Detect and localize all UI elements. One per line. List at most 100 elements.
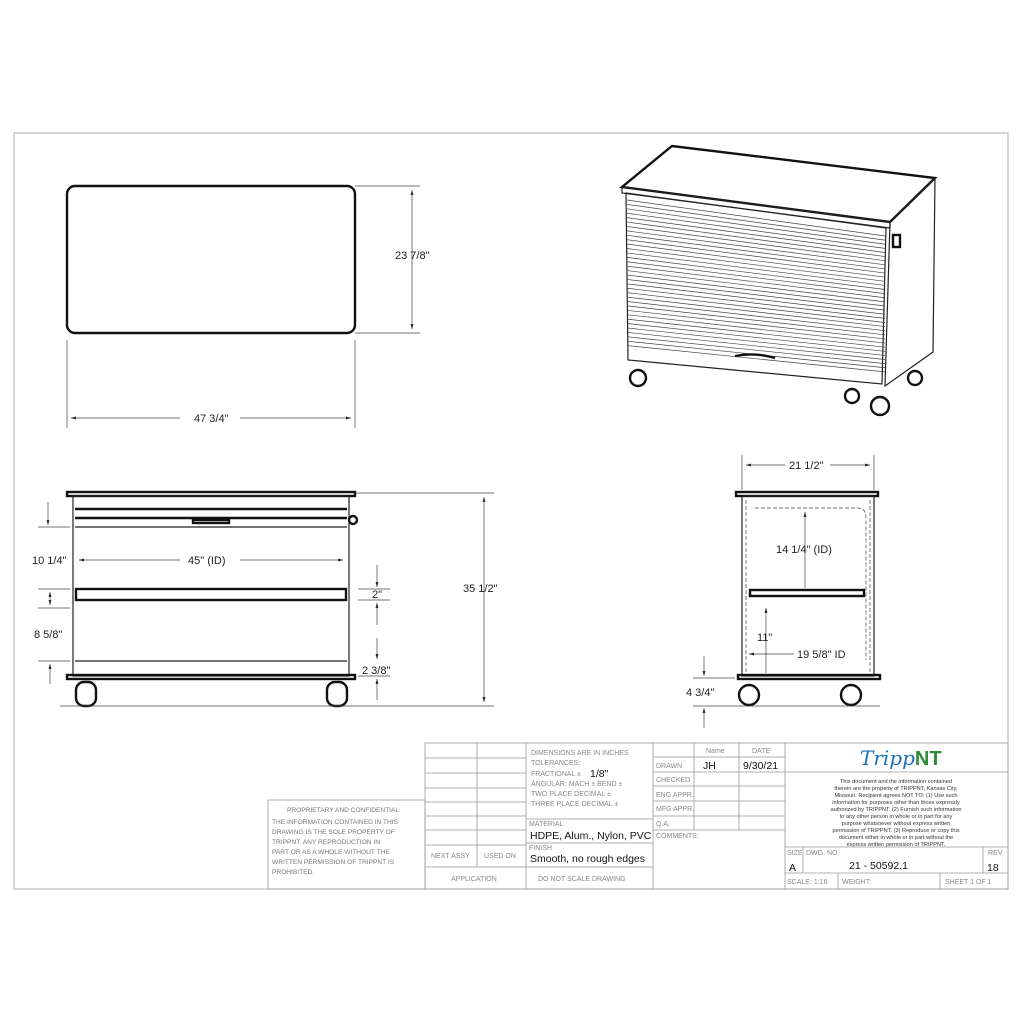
tambour-slat	[626, 309, 886, 340]
tambour-slat	[626, 345, 886, 373]
svg-text:1/8": 1/8"	[590, 768, 609, 780]
svg-text:USED ON: USED ON	[484, 853, 516, 860]
svg-text:MFG APPR.: MFG APPR.	[656, 806, 694, 813]
tambour-slat	[626, 217, 886, 253]
tambour-slat	[626, 243, 886, 278]
svg-text:document either in whole or in: document either in whole or in part with…	[839, 835, 953, 841]
svg-text:authorized by TRIPPNT. (2) Fur: authorized by TRIPPNT. (2) Furnish such …	[830, 807, 961, 813]
svg-text:information for purposes other: information for purposes other than thos…	[832, 800, 960, 806]
svg-text:REV.: REV.	[988, 850, 1004, 857]
tambour-slat	[626, 261, 886, 294]
svg-text:DRAWING IS THE SOLE PROPERTY O: DRAWING IS THE SOLE PROPERTY OF	[272, 829, 395, 836]
dim-side-caster: 4 3/4"	[686, 687, 714, 699]
tambour-slat	[626, 212, 886, 249]
tambour-slat	[626, 301, 886, 332]
tambour-slat	[626, 265, 886, 299]
svg-text:JH: JH	[703, 760, 716, 772]
dim-front-height: 35 1/2"	[463, 583, 498, 595]
tambour-slat	[626, 274, 886, 307]
tambour-slat	[626, 234, 886, 270]
dim-front-inner-width: 45" (ID)	[188, 555, 226, 567]
tambour-slat	[626, 332, 886, 360]
svg-text:SHEET 1 OF 1: SHEET 1 OF 1	[945, 879, 992, 886]
proprietary-notice: PROPRIETARY AND CONFIDENTIAL THE INFORMA…	[267, 799, 426, 890]
material-value: HDPE, Alum., Nylon, PVC	[530, 830, 652, 842]
tambour-slat	[626, 327, 886, 356]
svg-text:TRIPPNT. ANY REPRODUCTION IN: TRIPPNT. ANY REPRODUCTION IN	[272, 839, 380, 846]
svg-text:PROPRIETARY AND CONFIDENTIAL: PROPRIETARY AND CONFIDENTIAL	[287, 807, 399, 814]
top-view: 23 7/8" 47 3/4"	[65, 184, 430, 428]
dim-side-inner-depth: 19 5/8" ID	[797, 649, 846, 661]
svg-text:CHECKED: CHECKED	[656, 777, 690, 784]
svg-text:express written permission of: express written permission of TRIPPNT.	[847, 842, 946, 848]
svg-text:WRITTEN PERMISSION OF TRIPPNT: WRITTEN PERMISSION OF TRIPPNT IS	[272, 859, 395, 866]
svg-text:18: 18	[987, 862, 999, 874]
tambour-slat	[626, 296, 886, 327]
tambour-slat	[626, 252, 886, 286]
svg-text:A: A	[789, 862, 796, 874]
svg-text:THE INFORMATION CONTAINED IN T: THE INFORMATION CONTAINED IN THIS	[272, 819, 399, 826]
tambour-slat	[626, 314, 886, 344]
tambour-slat	[626, 208, 886, 245]
tambour-slat	[626, 318, 886, 348]
svg-text:WEIGHT:: WEIGHT:	[842, 879, 871, 886]
svg-text:PROHIBITED.: PROHIBITED.	[272, 869, 314, 876]
svg-text:DO NOT SCALE DRAWING: DO NOT SCALE DRAWING	[538, 876, 626, 883]
tambour-slat	[626, 257, 886, 290]
tambour-slat	[626, 221, 886, 257]
svg-text:DWG. NO.: DWG. NO.	[806, 850, 839, 857]
sheet-border	[13, 132, 1009, 890]
svg-text:Q.A.: Q.A.	[656, 821, 670, 828]
svg-text:This document and the informat: This document and the information contai…	[840, 779, 952, 785]
isometric-view	[619, 144, 938, 417]
dim-side-width: 21 1/2"	[789, 460, 824, 472]
svg-text:therein are the property of TR: therein are the property of TRIPPNT, Kan…	[834, 786, 958, 792]
dim-front-lower: 8 5/8"	[34, 629, 62, 641]
svg-text:APPLICATION: APPLICATION	[451, 876, 497, 883]
svg-text:ANGULAR: MACH ± BEND ±: ANGULAR: MACH ± BEND ±	[531, 781, 622, 788]
tambour-slat	[626, 270, 886, 303]
finish-value: Smooth, no rough edges	[530, 853, 645, 865]
dim-top-width: 47 3/4"	[194, 413, 229, 425]
svg-text:FINISH: FINISH	[529, 845, 552, 852]
dim-front-base: 2 3/8"	[362, 665, 390, 677]
side-view: 21 1/2" 14 1/4" (ID) 11" 19 5/8" ID 4 3/…	[686, 455, 882, 728]
svg-text:permission of TRIPPNT. (3) Rep: permission of TRIPPNT. (3) Reproduce or …	[832, 828, 959, 834]
svg-text:TWO PLACE DECIMAL ±: TWO PLACE DECIMAL ±	[531, 791, 611, 798]
tambour-slat	[626, 292, 886, 323]
svg-text:Name: Name	[706, 748, 725, 755]
svg-text:to any other person in whole o: to any other person in whole or in part …	[840, 814, 953, 820]
title-block: NEXT ASSY USED ON APPLICATION DIMENSIONS…	[424, 742, 1009, 890]
tambour-slat	[626, 230, 886, 266]
svg-text:DIMENSIONS ARE IN INCHES: DIMENSIONS ARE IN INCHES	[531, 750, 629, 757]
tambour-slat	[626, 248, 886, 282]
dim-front-shelf: 2"	[372, 589, 382, 601]
svg-text:NEXT ASSY: NEXT ASSY	[431, 853, 470, 860]
svg-text:SCALE: 1:16: SCALE: 1:16	[787, 879, 828, 886]
trippnt-logo: TrippNT	[860, 746, 942, 770]
tambour-slat	[626, 305, 886, 336]
svg-text:purpose whatsoever without exp: purpose whatsoever without express writt…	[842, 821, 951, 827]
tambour-slat	[626, 204, 886, 241]
svg-text:DRAWN: DRAWN	[656, 763, 682, 770]
tambour-slat	[626, 323, 886, 352]
dim-side-inner-height: 14 1/4" (ID)	[776, 544, 832, 556]
tambour-slat	[626, 279, 886, 311]
dim-top-depth: 23 7/8"	[395, 250, 430, 262]
tambour-slat	[626, 199, 886, 237]
drawing-number: 21 - 50592.1	[849, 860, 908, 872]
svg-text:THREE PLACE DECIMAL ±: THREE PLACE DECIMAL ±	[531, 801, 618, 808]
svg-text:9/30/21: 9/30/21	[743, 760, 778, 772]
svg-text:ENG APPR.: ENG APPR.	[656, 792, 694, 799]
dim-front-upper: 10 1/4"	[32, 555, 67, 567]
tambour-slat	[626, 283, 886, 315]
svg-text:TOLERANCES:: TOLERANCES:	[531, 760, 580, 767]
svg-text:SIZE: SIZE	[787, 850, 803, 857]
svg-text:COMMENTS:: COMMENTS:	[656, 833, 699, 840]
svg-text:PART OR AS A WHOLE WITHOUT THE: PART OR AS A WHOLE WITHOUT THE	[272, 849, 390, 856]
svg-text:Missouri. Recipient agrees NOT: Missouri. Recipient agrees NOT TO: (1) U…	[834, 793, 957, 799]
tambour-slat	[626, 336, 886, 364]
svg-text:DATE: DATE	[752, 748, 770, 755]
tambour-slat	[626, 239, 886, 274]
